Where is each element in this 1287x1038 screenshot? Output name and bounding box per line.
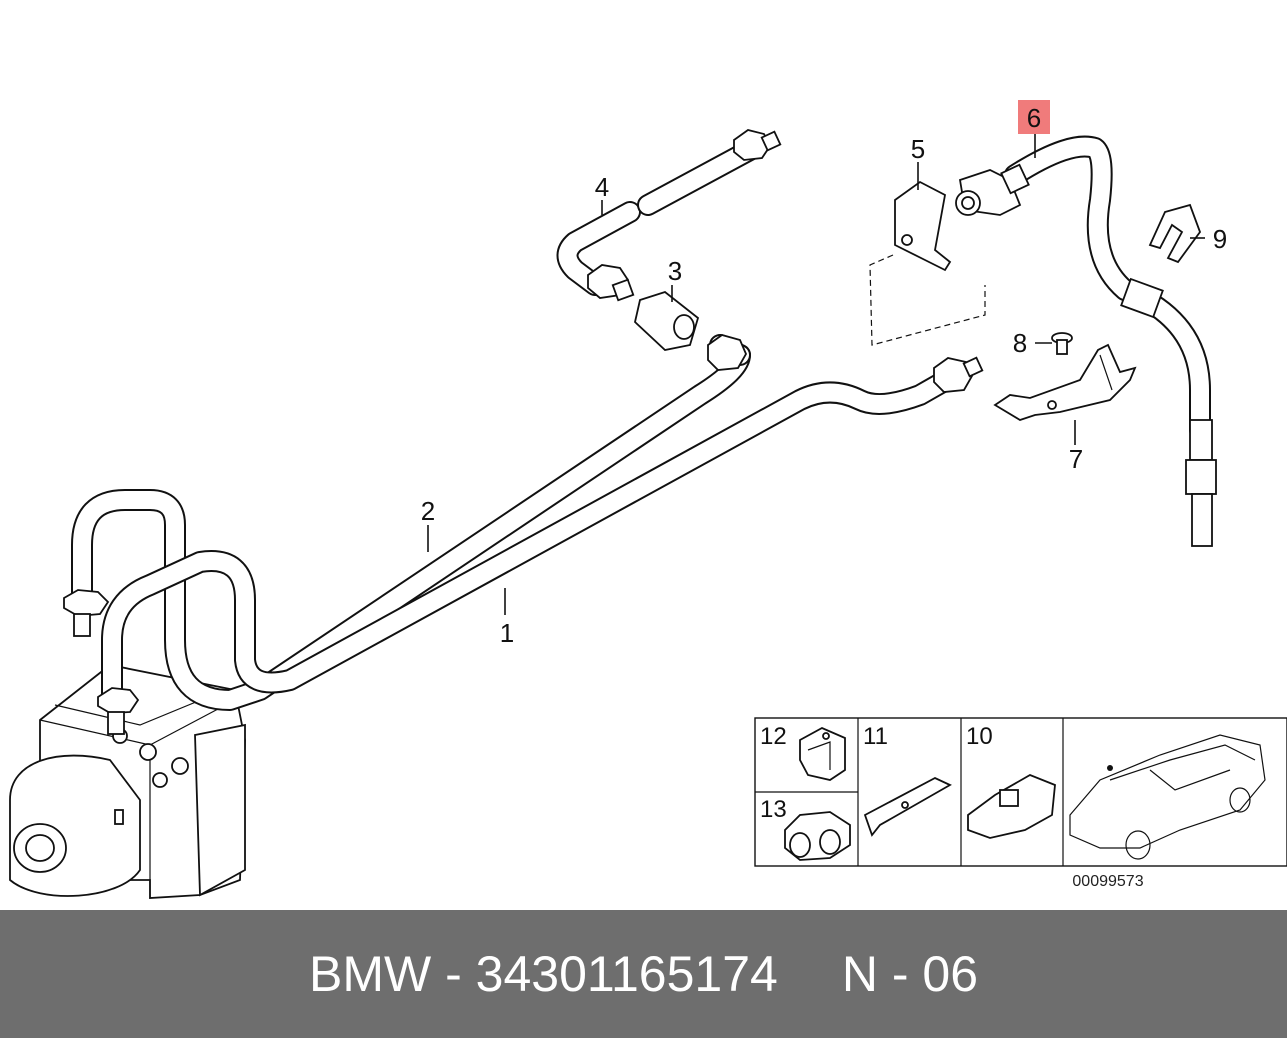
brake-hose-6 bbox=[955, 135, 1217, 547]
position-code: N - 06 bbox=[841, 946, 979, 1002]
car-locator-image bbox=[1069, 734, 1266, 860]
clip-10 bbox=[967, 774, 1056, 839]
clip-9 bbox=[1148, 203, 1202, 264]
callout-8: 8 bbox=[1013, 328, 1027, 358]
inset-panel: 12 11 10 13 bbox=[754, 717, 1287, 890]
callout-labels: 2 1 3 4 5 6 7 8 9 bbox=[421, 100, 1227, 648]
callout-1: 1 bbox=[500, 618, 514, 648]
parts-diagram: .pipe { fill:none; stroke:#111; stroke-w… bbox=[9, 100, 1287, 899]
brand-name: BMW bbox=[308, 946, 432, 1002]
clip-13 bbox=[784, 811, 851, 861]
callout-9: 9 bbox=[1213, 224, 1227, 254]
callout-7: 7 bbox=[1069, 444, 1083, 474]
pipe-1-end-fitting bbox=[933, 356, 984, 393]
connector-3 bbox=[634, 290, 748, 371]
footer-separator: - bbox=[445, 946, 462, 1002]
part-number: 34301165174 bbox=[475, 946, 778, 1002]
pipe-4 bbox=[556, 129, 782, 302]
abs-unit bbox=[9, 664, 246, 899]
callout-3: 3 bbox=[668, 256, 682, 286]
diagram-drawing: .pipe { fill:none; stroke:#111; stroke-w… bbox=[9, 100, 1287, 899]
abs-fittings bbox=[63, 589, 140, 735]
bracket-5 bbox=[869, 180, 986, 346]
clip-11 bbox=[863, 776, 952, 837]
inset-label-12: 12 bbox=[760, 723, 787, 750]
inset-label-10: 10 bbox=[966, 723, 993, 750]
bolt-8 bbox=[1051, 332, 1073, 355]
bracket-7 bbox=[993, 343, 1137, 421]
callout-5: 5 bbox=[911, 134, 925, 164]
callout-4: 4 bbox=[595, 172, 609, 202]
callout-2: 2 bbox=[421, 496, 435, 526]
part-info-footer: BMW - 34301165174 N - 06 bbox=[0, 910, 1287, 1038]
reference-code: 00099573 bbox=[1072, 873, 1143, 890]
callout-6: 6 bbox=[1027, 103, 1041, 133]
brake-pipe-2 bbox=[71, 334, 751, 711]
brake-pipe-1 bbox=[101, 364, 966, 711]
leader-lines bbox=[427, 132, 1205, 615]
inset-label-13: 13 bbox=[760, 796, 787, 823]
inset-label-11: 11 bbox=[863, 723, 888, 750]
callout-6-highlight bbox=[1018, 100, 1050, 134]
clip-12 bbox=[799, 726, 846, 781]
